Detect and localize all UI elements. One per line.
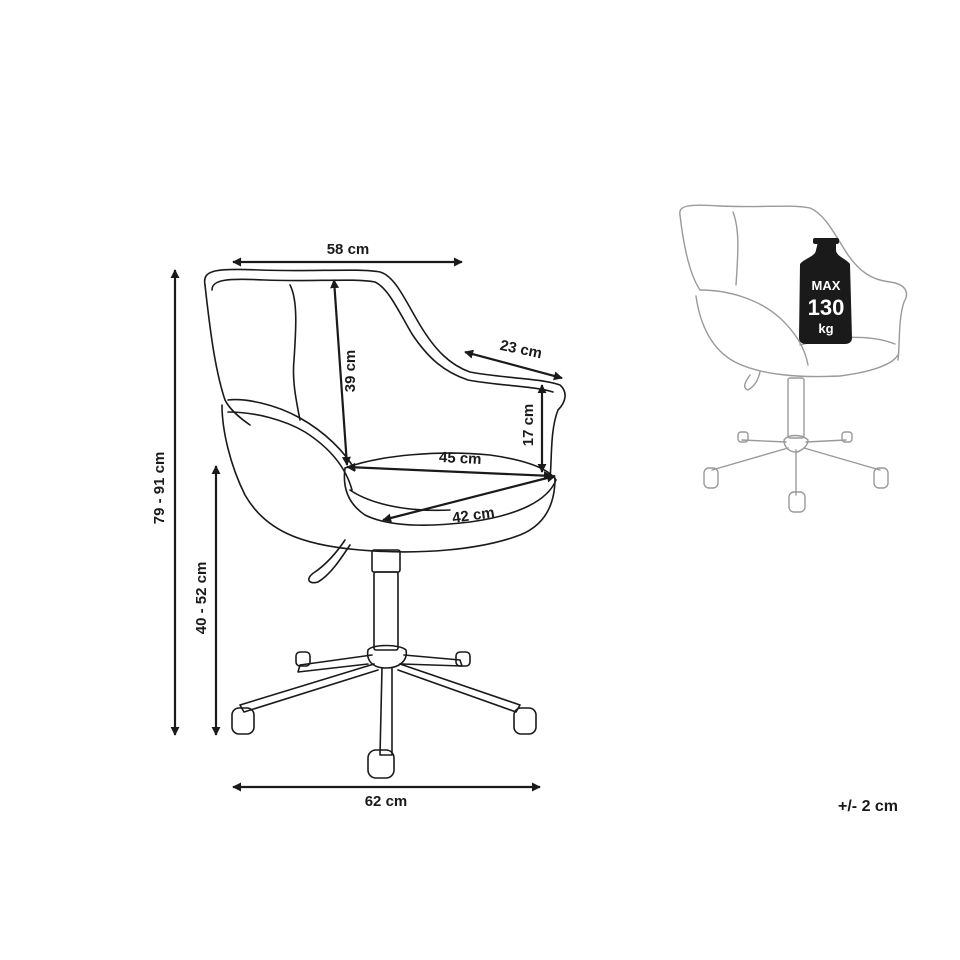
label-seat-width: 45 cm xyxy=(439,449,482,468)
base-hub xyxy=(366,644,408,669)
arrow-backrest-height xyxy=(330,279,351,466)
max-weight-badge: MAX 130 kg xyxy=(799,238,852,344)
label-total-height: 79 - 91 cm xyxy=(151,452,168,525)
badge-max-label: MAX xyxy=(812,278,841,293)
label-width: 58 cm xyxy=(327,241,370,258)
casters xyxy=(231,651,537,779)
arrow-seat-depth xyxy=(382,473,556,523)
badge-capacity-unit: kg xyxy=(818,321,833,336)
label-seat-height: 40 - 52 cm xyxy=(193,562,210,635)
height-lever xyxy=(308,539,351,584)
badge-capacity-value: 130 xyxy=(808,295,845,320)
star-base xyxy=(239,654,521,756)
label-armrest-height: 17 cm xyxy=(520,404,537,447)
arrow-seat-width xyxy=(346,462,553,481)
label-seat-depth: 42 cm xyxy=(451,504,495,527)
gas-cylinder xyxy=(371,549,401,573)
tolerance-note: +/- 2 cm xyxy=(838,798,899,815)
arrow-armrest-depth xyxy=(464,349,563,381)
secondary-chair xyxy=(679,204,908,513)
dimension-arrows xyxy=(170,257,563,792)
label-armrest-depth: 23 cm xyxy=(498,337,543,362)
label-backrest-height: 39 cm xyxy=(342,350,359,393)
chair-backrest xyxy=(203,268,566,479)
main-chair xyxy=(203,268,566,779)
weight-icon xyxy=(799,242,852,344)
label-base-width: 62 cm xyxy=(365,793,408,810)
